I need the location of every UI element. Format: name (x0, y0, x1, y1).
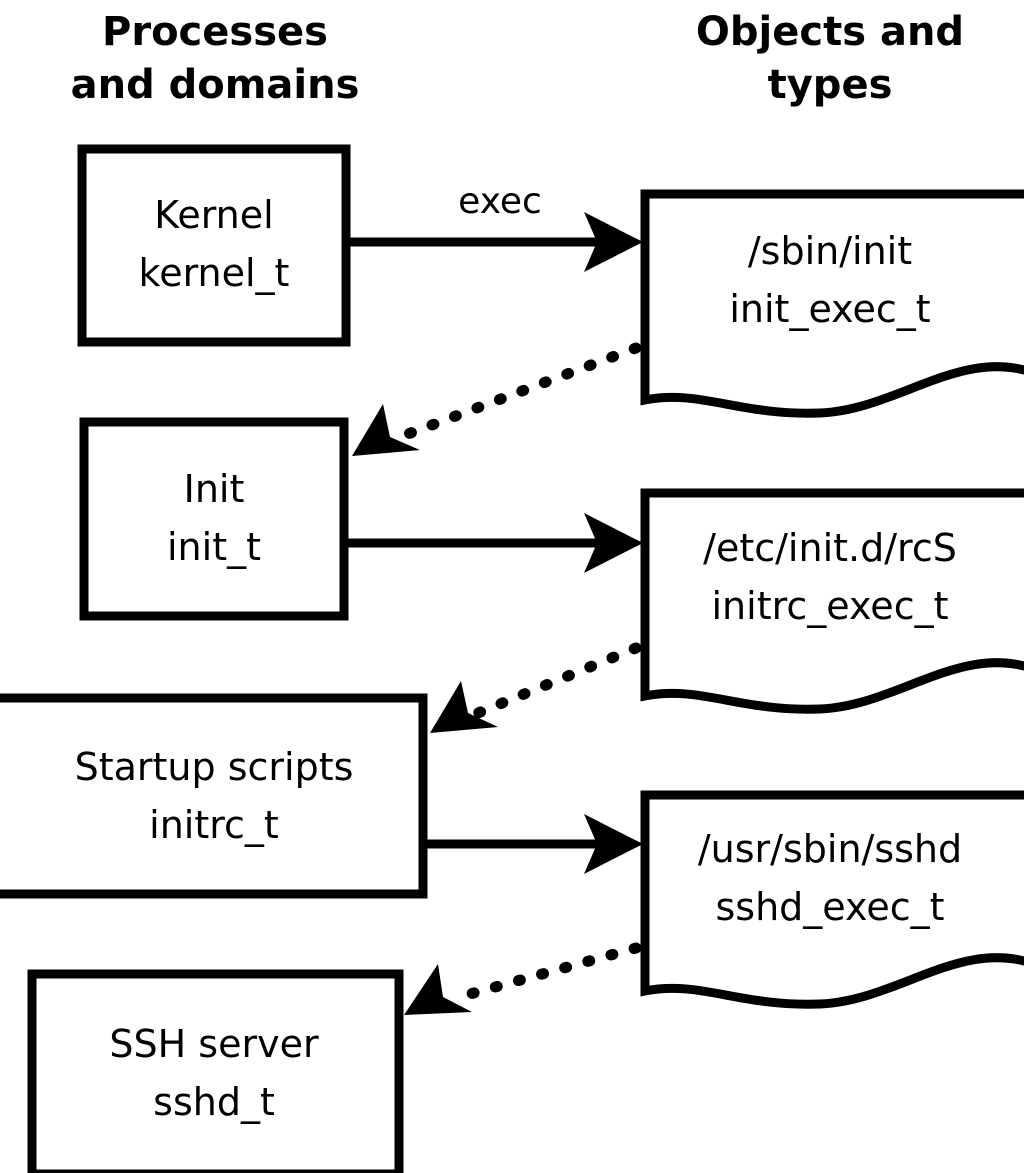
node-initrc_exec-type: initrc_exec_t (712, 584, 949, 628)
edge-kernel-exec-init_exec: exec (350, 181, 643, 272)
arrow-head-icon (404, 964, 472, 1015)
node-init_exec-document-shape[interactable] (640, 189, 1024, 418)
node-init-name: Init (184, 467, 245, 511)
node-sshd_exec[interactable]: /usr/sbin/sshd sshd_exec_t (640, 790, 1024, 1009)
edge-initrc-exec-sshd_exec (427, 814, 643, 874)
node-init-type: init_t (167, 525, 261, 569)
node-init_exec-type: init_exec_t (729, 287, 930, 331)
node-kernel-name: Kernel (154, 193, 273, 237)
edge-line (394, 342, 642, 443)
node-sshd[interactable]: SSH server sshd_t (27, 969, 404, 1173)
edge-line (472, 642, 642, 719)
node-sshd_exec-document-shape[interactable] (640, 790, 1024, 1009)
column-header-processes-line1: Processes (102, 9, 328, 55)
node-sshd_exec-type: sshd_exec_t (715, 885, 944, 929)
node-initrc[interactable]: Startup scripts initrc_t (0, 693, 428, 899)
arrow-head-icon (352, 404, 420, 456)
column-header-objects: Objects and types (696, 9, 964, 108)
edge-initrc_exec-transition-initrc (430, 642, 642, 733)
edge-label-exec: exec (458, 181, 542, 222)
arrow-head-icon (584, 513, 643, 573)
node-kernel-type: kernel_t (139, 251, 290, 295)
arrow-head-icon (584, 814, 643, 874)
arrow-head-icon (430, 681, 498, 733)
node-sshd-box[interactable] (27, 969, 404, 1173)
node-initrc-type: initrc_t (149, 803, 279, 847)
node-initrc_exec-path: /etc/init.d/rcS (703, 526, 957, 570)
edge-line (446, 942, 642, 1005)
node-initrc_exec[interactable]: /etc/init.d/rcS initrc_exec_t (640, 488, 1024, 714)
node-initrc-name: Startup scripts (75, 745, 354, 789)
node-init-box[interactable] (79, 417, 349, 621)
edge-init-exec-initrc_exec (348, 513, 643, 573)
node-kernel-box[interactable] (77, 144, 351, 347)
node-sshd-name: SSH server (109, 1022, 319, 1066)
node-init_exec[interactable]: /sbin/init init_exec_t (640, 189, 1024, 418)
node-sshd-type: sshd_t (153, 1080, 275, 1124)
node-sshd_exec-path: /usr/sbin/sshd (698, 827, 962, 871)
column-header-objects-line2: types (768, 62, 893, 108)
node-init_exec-path: /sbin/init (748, 229, 912, 273)
node-initrc-box[interactable] (0, 693, 428, 899)
column-header-processes-line2: and domains (71, 62, 360, 108)
column-header-processes: Processes and domains (71, 9, 360, 108)
column-header-objects-line1: Objects and (696, 9, 964, 55)
node-kernel[interactable]: Kernel kernel_t (77, 144, 351, 347)
node-initrc_exec-document-shape[interactable] (640, 488, 1024, 714)
edge-init_exec-transition-init (352, 342, 642, 456)
node-init[interactable]: Init init_t (79, 417, 349, 621)
arrow-head-icon (584, 212, 643, 272)
edge-sshd_exec-transition-sshd (404, 942, 642, 1015)
